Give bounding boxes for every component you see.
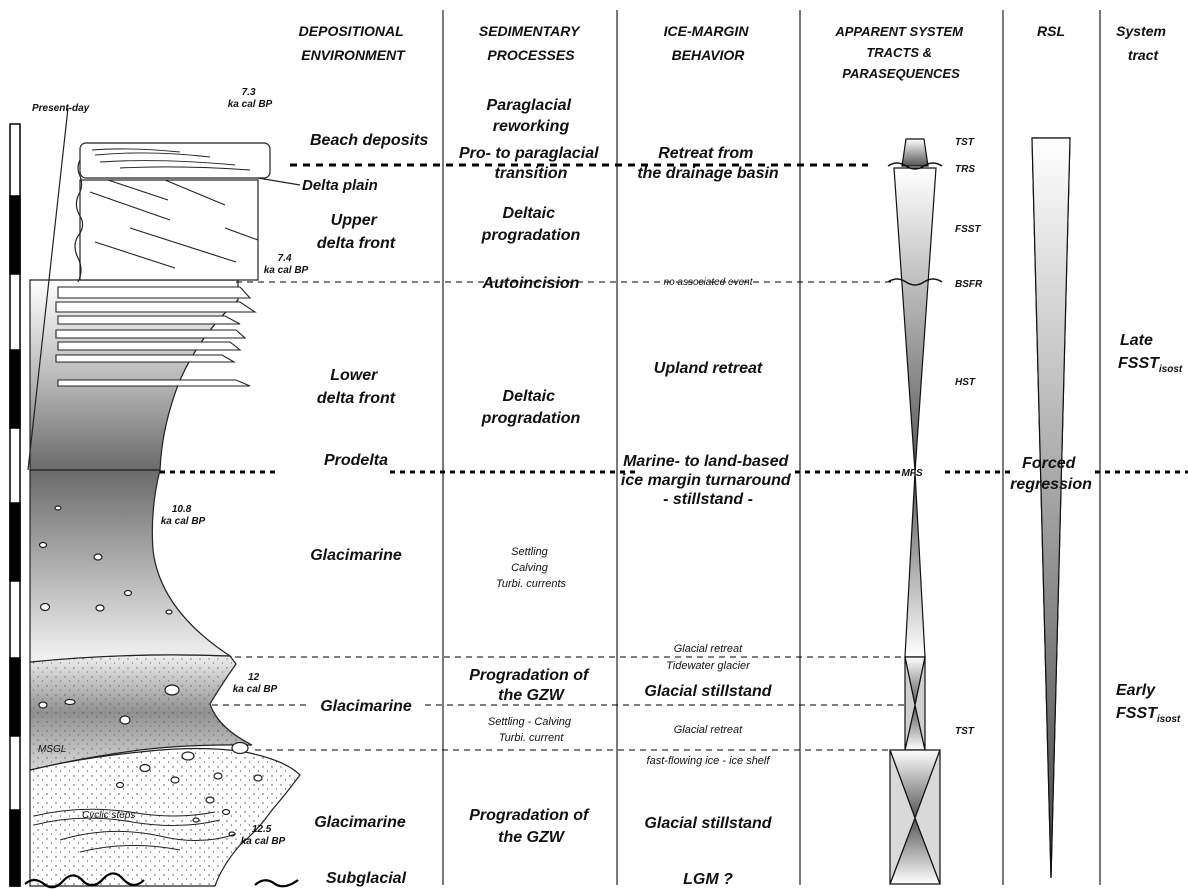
system-tract-early: Early: [1116, 682, 1156, 699]
ice-upland-retreat: Upland retreat: [654, 360, 763, 377]
tract-mfs: MFS: [901, 468, 922, 479]
glacimarine-upper-unit: [29, 469, 233, 663]
proc-gzw-2: Progradation of the GZW: [469, 807, 593, 846]
proc-pro-para-transition: Pro- to paraglacial transition: [459, 145, 603, 182]
delta-lenses: [55, 286, 257, 387]
age-12: 12 ka cal BP: [233, 672, 278, 695]
ice-glacial-retreat-1: Glacial retreat: [674, 643, 743, 655]
proc-autoincision: Autoincision: [482, 275, 580, 292]
msgl-label: MSGL: [38, 744, 66, 755]
env-glacimarine-3: Glacimarine: [314, 814, 406, 831]
env-beach-deposits: Beach deposits: [310, 132, 428, 149]
correlation-lines: [160, 163, 1188, 751]
ice-turnaround: Marine- to land-based ice margin turnaro…: [621, 453, 795, 508]
header-ice-margin-behavior: ICE-MARGIN BEHAVIOR: [664, 23, 753, 63]
foreset-lines: [89, 179, 259, 269]
basal-contact: [24, 872, 145, 889]
present-day-label: Present-day: [32, 103, 90, 114]
proc-deltaic-progradation-1: Deltaic progradation: [481, 205, 581, 244]
ice-margin-behavior: Retreat from the drainage basin no assoc…: [621, 145, 795, 888]
ice-stillstand-2: Glacial stillstand: [644, 815, 772, 832]
env-lower-delta-front: Lower delta front: [317, 367, 396, 407]
age-7-4: 7.4 ka cal BP: [264, 253, 309, 276]
tract-labels: TST TRS FSST BSFR HST MFS TST: [901, 137, 983, 737]
present-day-line: [27, 107, 69, 471]
clasts: [38, 505, 263, 837]
delta-left-edge: [74, 159, 84, 283]
proc-settling-calving: Settling - Calving Turbi. current: [488, 716, 574, 744]
proc-gzw-1: Progradation of the GZW: [469, 667, 593, 704]
proc-deltaic-progradation-2: Deltaic progradation: [481, 388, 581, 427]
system-tract-late-fsst: FSSTisost: [1118, 355, 1183, 375]
system-tract-wedges: [889, 138, 941, 885]
ice-no-event: no associated event: [664, 277, 754, 288]
env-prodelta: Prodelta: [324, 452, 388, 469]
ice-stillstand-1: Glacial stillstand: [644, 683, 772, 700]
scale-bar: [9, 123, 21, 887]
upper-delta-front-unit: [79, 179, 259, 281]
rsl-forced-regression: Forced regression: [1010, 455, 1092, 493]
cyclic-steps-label: Cyclic steps: [82, 810, 135, 821]
system-tract-early-fsst: FSSTisost: [1116, 705, 1181, 725]
system-tract-labels: Late FSSTisost Early FSSTisost: [1116, 332, 1183, 725]
sediment-log: Present-day: [9, 87, 378, 889]
ice-tidewater: Tidewater glacier: [666, 660, 751, 672]
env-glacimarine-1: Glacimarine: [310, 547, 402, 564]
tract-tst-bottom: TST: [955, 726, 975, 737]
tract-fsst: FSST: [955, 224, 981, 235]
tract-bsfr: BSFR: [955, 279, 983, 290]
proc-settling-block: Settling Calving Turbi. currents: [496, 546, 567, 590]
age-7-3: 7.3 ka cal BP: [228, 87, 273, 110]
beach-deposits-unit: [79, 142, 271, 179]
env-upper-delta-front: Upper delta front: [317, 212, 396, 252]
rsl-column: Forced regression: [1010, 137, 1092, 879]
ice-glacial-retreat-2: Glacial retreat: [674, 724, 743, 736]
tract-hst: HST: [955, 377, 976, 388]
cyclic-steps: [33, 808, 237, 853]
tract-tst-top: TST: [955, 137, 975, 148]
header-depositional-environment: DEPOSITIONAL ENVIRONMENT: [299, 23, 408, 63]
header-system-tract: System tract: [1116, 23, 1170, 63]
sedimentary-processes: Paraglacial reworking Pro- to paraglacia…: [459, 97, 603, 846]
header-system-tracts: APPARENT SYSTEM TRACTS & PARASEQUENCES: [834, 24, 966, 81]
system-tract-late: Late: [1120, 332, 1153, 349]
header-sedimentary-processes: SEDIMENTARY PROCESSES: [479, 23, 583, 63]
column-dividers: [442, 10, 1101, 885]
tract-surfaces: [887, 162, 943, 286]
env-subglacial: Subglacial: [326, 870, 407, 887]
depositional-environments: Beach deposits Upper delta front Lower d…: [310, 132, 428, 887]
ice-fast-flowing: fast-flowing ice - ice shelf: [647, 755, 771, 767]
proc-paraglacial-reworking: Paraglacial reworking: [487, 97, 576, 135]
tract-trs: TRS: [955, 164, 975, 175]
ice-lgm: LGM ?: [683, 871, 733, 888]
delta-plain-label: Delta plain: [302, 177, 378, 194]
age-10-8: 10.8 ka cal BP: [161, 504, 206, 527]
header-rsl: RSL: [1037, 23, 1065, 39]
age-12-5: 12.5 ka cal BP: [241, 824, 286, 847]
env-glacimarine-2: Glacimarine: [320, 698, 412, 715]
ice-retreat-basin: Retreat from the drainage basin: [637, 145, 779, 182]
